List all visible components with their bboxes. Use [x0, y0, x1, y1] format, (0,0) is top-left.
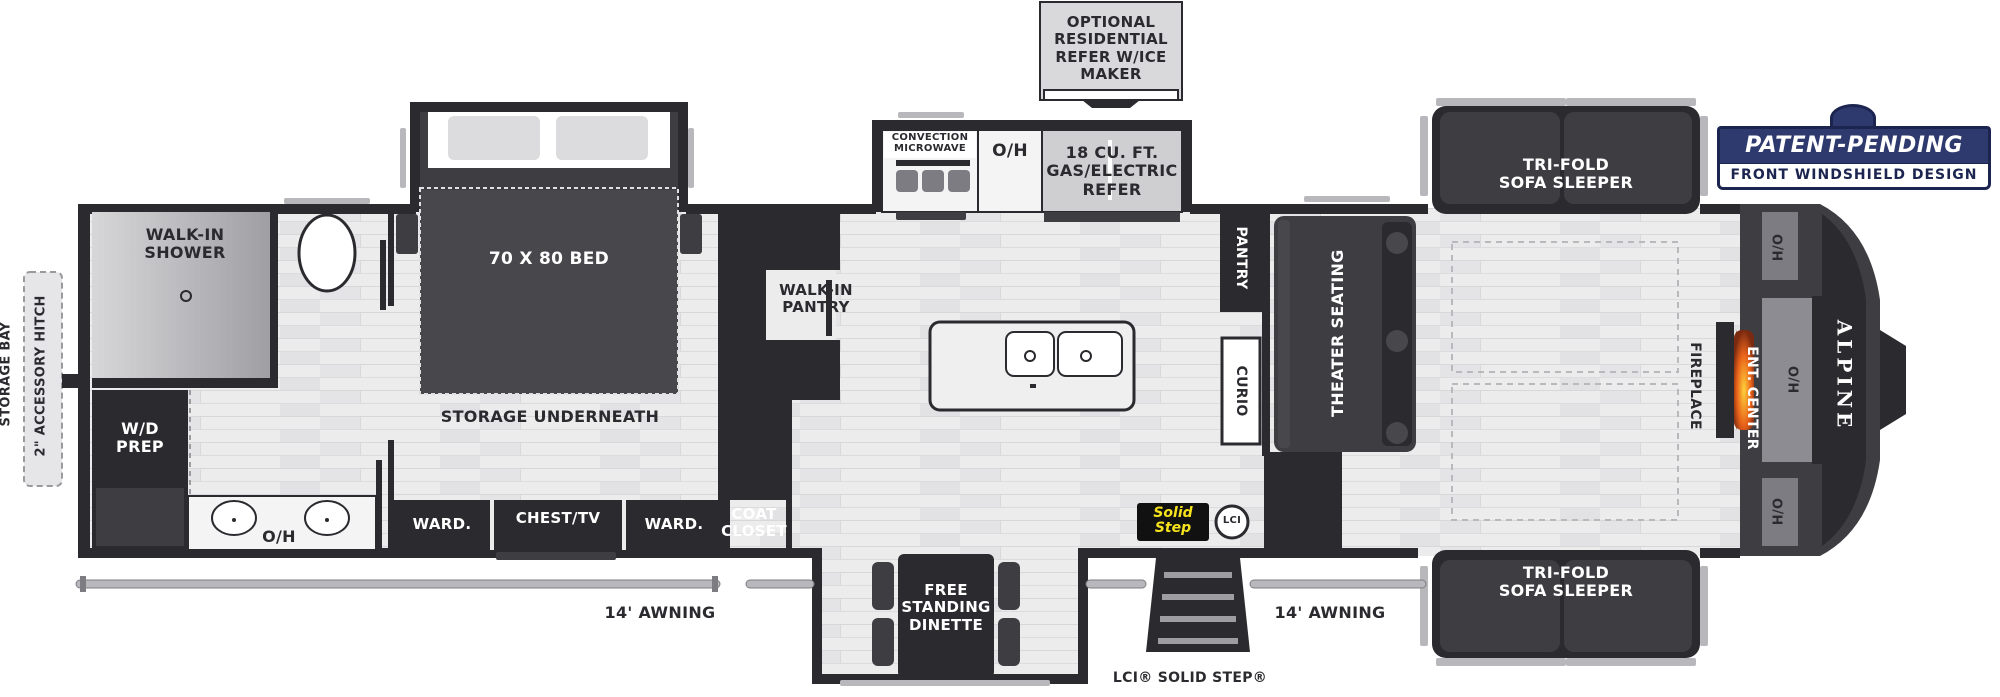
wardrobe-left: [394, 500, 490, 550]
ho-mid-label: H/O: [1787, 365, 1803, 394]
awning-right-label: 14' AWNING: [1274, 603, 1386, 622]
entry-steps: [1146, 504, 1250, 652]
pillow-icon: [448, 116, 540, 160]
awning-left-label: 14' AWNING: [604, 603, 716, 622]
oh-bath-label: O/H: [262, 527, 296, 546]
chest-tv-label: CHEST/TV: [515, 509, 601, 527]
solid-step-label: LCI® SOLID STEP®: [1112, 670, 1268, 686]
theater-seating: [1274, 216, 1416, 452]
sofa-bottom: [1420, 550, 1708, 666]
toilet-icon: [297, 213, 357, 293]
ho-top-label: H/O: [1771, 233, 1787, 262]
awnings: [75, 576, 1427, 592]
burner-icon: [922, 170, 944, 192]
refer-label: 18 CU. FT. GAS/ELECTRIC REFER: [1046, 143, 1178, 199]
burner-icon: [896, 170, 918, 192]
theater-seating-label: THEATER SEATING: [1327, 249, 1347, 417]
oh-kitchen-label: O/H: [992, 141, 1028, 161]
bathroom: [92, 212, 386, 551]
front-windshield-badge: FRONT WINDSHIELD DESIGN: [1717, 164, 1991, 190]
dinette-label: FREE STANDING DINETTE: [901, 581, 991, 634]
storage-bay-label: STORAGE BAY: [0, 321, 14, 427]
accessory-hitch-label: 2" ACCESSORY HITCH: [33, 295, 49, 457]
solid-step-badge: [1137, 503, 1209, 541]
dinette-table: [898, 554, 994, 678]
ent-center-label: ENT. CENTER: [1744, 346, 1761, 450]
living-front: [1220, 206, 1679, 548]
sofa-top: [1420, 98, 1708, 214]
coat-closet: [726, 400, 786, 500]
pillow-icon: [556, 116, 648, 160]
fireplace-label: FIREPLACE: [1687, 342, 1704, 430]
lci-logo-icon: [1214, 504, 1250, 540]
ho-bottom-label: H/O: [1771, 497, 1787, 526]
alpine-model-label: ALPINE: [1832, 319, 1857, 432]
storage-bay: [23, 271, 78, 487]
curio-label: CURIO: [1233, 365, 1250, 417]
pantry-cabinet: [1220, 206, 1262, 312]
wd-prep-label: W/D PREP: [116, 419, 164, 457]
walkin-shower-label: WALK-IN SHOWER: [144, 225, 226, 263]
pantry-block: [718, 210, 840, 550]
walkin-shower: [92, 212, 278, 382]
chest-tv: [490, 500, 622, 550]
slide-details: [284, 112, 1390, 204]
front-cap: [1716, 204, 1906, 556]
optional-refer: [1039, 1, 1183, 101]
curio-cabinet: [1220, 336, 1262, 446]
coat-closet-label: COAT CLOSET: [721, 505, 787, 541]
optional-refer-label: OPTIONAL RESIDENTIAL REFER W/ICE MAKER: [1054, 13, 1168, 83]
solid-step-badge-text: Solid Step: [1153, 505, 1193, 536]
exterior-walls: [78, 102, 1740, 684]
ward-right-label: WARD.: [644, 515, 704, 533]
pantry-label: PANTRY: [1233, 226, 1250, 290]
lci-logo-text: LCI: [1222, 515, 1242, 526]
bedroom: [388, 112, 722, 560]
sofa-bottom-label: TRI-FOLD SOFA SLEEPER: [1498, 563, 1634, 601]
sofa-top-label: TRI-FOLD SOFA SLEEPER: [1498, 155, 1634, 193]
patent-pending-badge: PATENT-PENDING DESIGN: [1717, 126, 1991, 192]
dinette: [840, 554, 1050, 686]
sink-icon: [1005, 331, 1055, 377]
bed-label: 70 X 80 BED: [488, 249, 610, 269]
wardrobe-right: [626, 500, 722, 550]
ward-left-label: WARD.: [412, 515, 472, 533]
shower-drain-icon: [180, 290, 192, 302]
burner-icon: [948, 170, 970, 192]
walkin-pantry-label: WALK-IN PANTRY: [779, 281, 853, 317]
kitchen: [881, 1, 1183, 412]
storage-underneath-label: STORAGE UNDERNEATH: [440, 407, 660, 426]
convection-label: CONVECTION MICROWAVE: [891, 132, 969, 154]
